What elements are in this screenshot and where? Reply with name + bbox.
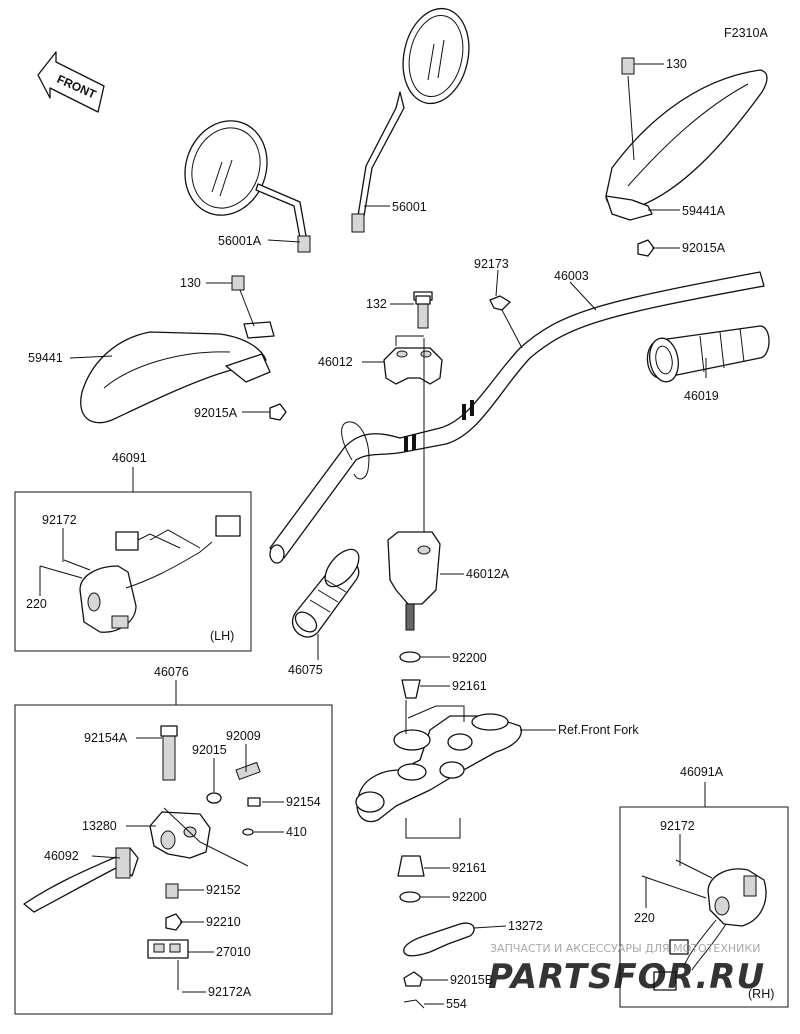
- label-92172A: 92172A: [208, 985, 252, 999]
- label-220-lh: 220: [26, 597, 47, 611]
- figure-code: F2310A: [724, 26, 768, 40]
- label-46012A: 46012A: [466, 567, 510, 581]
- label-13272: 13272: [508, 919, 543, 933]
- leader-lines: [39, 63, 707, 1005]
- front-arrow-icon: FRONT: [37, 51, 105, 113]
- grip-46075: [291, 548, 360, 638]
- label-92172-rh: 92172: [660, 819, 695, 833]
- label-92173: 92173: [474, 257, 509, 271]
- label-46091A: 46091A: [680, 765, 724, 779]
- label-92210: 92210: [206, 915, 241, 929]
- label-132: 132: [366, 297, 387, 311]
- label-56001A: 56001A: [218, 234, 262, 248]
- label-lh-side: (LH): [210, 629, 234, 643]
- label-92154: 92154: [286, 795, 321, 809]
- label-92172-lh: 92172: [42, 513, 77, 527]
- triple-clamp: [355, 651, 556, 1009]
- lever-box: [14, 704, 333, 1015]
- label-92015A-left: 92015A: [194, 406, 238, 420]
- label-46003: 46003: [554, 269, 589, 283]
- label-130-top: 130: [666, 57, 687, 71]
- label-46076: 46076: [154, 665, 189, 679]
- rh-switch-box: [619, 806, 789, 1008]
- label-92015A-top: 92015A: [682, 241, 726, 255]
- label-46019: 46019: [684, 389, 719, 403]
- label-410: 410: [286, 825, 307, 839]
- label-92161-top: 92161: [452, 679, 487, 693]
- label-220-rh: 220: [634, 911, 655, 925]
- label-ref-front-fork: Ref.Front Fork: [558, 723, 639, 737]
- label-92161-bot: 92161: [452, 861, 487, 875]
- label-46092: 46092: [44, 849, 79, 863]
- label-130-left: 130: [180, 276, 201, 290]
- grip-46019: [646, 325, 770, 383]
- label-59441A: 59441A: [682, 204, 726, 218]
- watermark-logo: PARTSFOR.RU: [488, 957, 765, 997]
- label-46091: 46091: [112, 451, 147, 465]
- label-56001: 56001: [392, 200, 427, 214]
- label-13280: 13280: [82, 819, 117, 833]
- label-rh-side: (RH): [748, 987, 774, 1001]
- clamp-46012: [383, 291, 443, 548]
- lever-assembly-46076: [23, 725, 261, 990]
- label-59441: 59441: [28, 351, 63, 365]
- part-labels: 56001A 56001 130 59441A 92015A 130 59441…: [26, 57, 774, 1011]
- label-46075: 46075: [288, 663, 323, 677]
- switch-46091-lh: [39, 515, 241, 633]
- label-554: 554: [446, 997, 467, 1011]
- handlebar-46003: [269, 271, 765, 564]
- mirror-56001: [351, 7, 470, 233]
- label-92009: 92009: [226, 729, 261, 743]
- mirror-56001A: [184, 120, 311, 253]
- label-92154A: 92154A: [84, 731, 128, 745]
- handguard-59441A: [605, 57, 768, 257]
- label-92152: 92152: [206, 883, 241, 897]
- watermark-tagline: ЗАПЧАСТИ И АКСЕССУАРЫ ДЛЯ МОТОТЕХНИКИ: [490, 942, 760, 955]
- switch-46091A-rh: [641, 859, 767, 991]
- label-46012: 46012: [318, 355, 353, 369]
- watermark: ЗАПЧАСТИ И АКСЕССУАРЫ ДЛЯ МОТОТЕХНИКИ PA…: [488, 942, 765, 997]
- riser-46012A: [387, 531, 441, 631]
- label-92015: 92015: [192, 743, 227, 757]
- clip-92173: [489, 295, 523, 349]
- handguard-59441: [80, 275, 287, 424]
- label-92200-top: 92200: [452, 651, 487, 665]
- label-27010: 27010: [216, 945, 251, 959]
- label-92200-bot: 92200: [452, 890, 487, 904]
- label-92015B: 92015B: [450, 973, 493, 987]
- bolt-132: [415, 295, 431, 305]
